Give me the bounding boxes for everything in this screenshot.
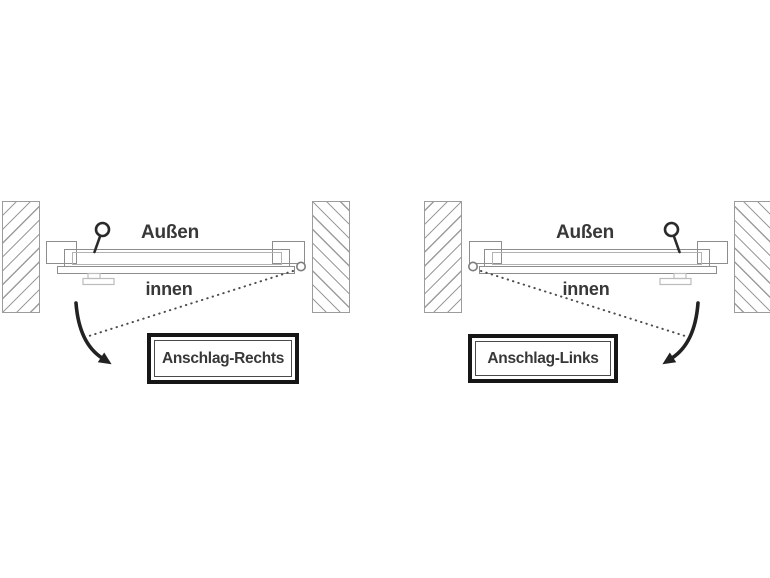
- drawing-overlay: [74, 221, 306, 365]
- key-icon: [93, 221, 111, 254]
- door-handle-icon: [659, 272, 692, 286]
- inside-label: innen: [562, 279, 610, 299]
- hinge-pivot-icon: [468, 261, 479, 272]
- swing-arrow-head: [662, 352, 677, 365]
- swing-arrow-icon: [74, 301, 112, 365]
- key-shaft: [672, 235, 681, 254]
- swing-arrow-shaft: [74, 301, 104, 360]
- hinge-type-label: Anschlag-Rechts: [154, 340, 292, 377]
- handle-lever: [659, 277, 692, 286]
- handle-lever: [82, 277, 115, 286]
- wall-section-hinge-side: [312, 201, 350, 313]
- swing-arrow-shaft: [670, 301, 700, 360]
- door-drawing: [406, 0, 770, 578]
- wall-section-lock-side: [2, 201, 40, 313]
- hinge-type-box: Anschlag-Links: [468, 334, 618, 383]
- key-bow: [663, 221, 680, 238]
- door-handle-icon: [82, 272, 115, 286]
- inside-label: innen: [145, 279, 193, 299]
- swing-arrow-icon: [662, 301, 700, 365]
- outside-label: Außen: [140, 222, 200, 243]
- door-swing-dotted-line: [480, 270, 686, 337]
- door-leaf-inner-edge: [72, 252, 282, 265]
- drawing-overlay: [468, 221, 700, 365]
- handle-neck: [673, 272, 687, 280]
- hinge-type-box: Anschlag-Rechts: [147, 333, 299, 384]
- diagram-right-hinged-door: Außen innen Anschlag-Rechts: [0, 0, 368, 578]
- diagram-left-hinged-door: Außen innen Anschlag-Links: [406, 0, 770, 578]
- hinge-type-label: Anschlag-Links: [475, 341, 611, 376]
- swing-arrow-head: [97, 352, 112, 365]
- door-drawing: [0, 0, 368, 578]
- door-rebate-strip: [57, 266, 295, 274]
- key-icon: [663, 221, 681, 254]
- key-bow: [94, 221, 111, 238]
- door-swing-dotted-line: [88, 270, 294, 337]
- hinge-pivot-icon: [295, 261, 306, 272]
- outside-label: Außen: [555, 222, 615, 243]
- handle-neck: [87, 272, 101, 280]
- key-shaft: [93, 235, 102, 254]
